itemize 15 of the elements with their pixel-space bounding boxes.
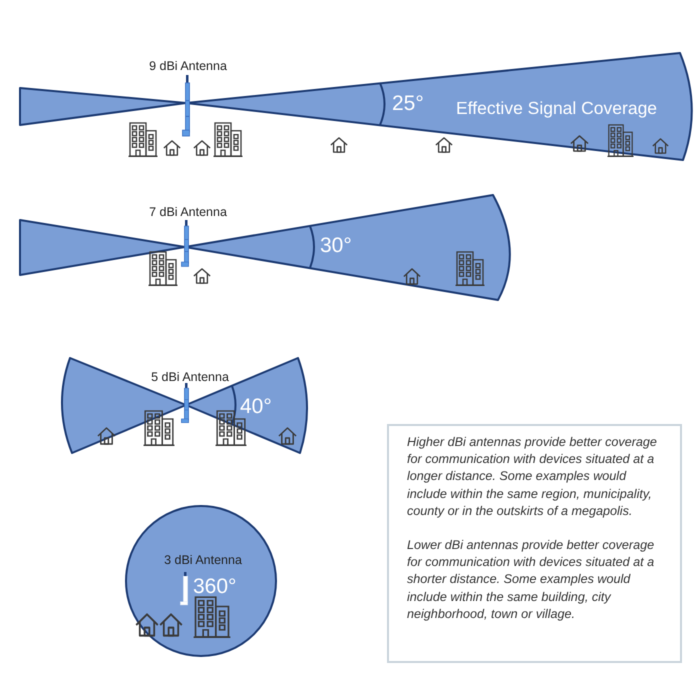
note-box [387,424,682,663]
antenna-label: 3 dBi Antenna [164,554,242,566]
note-paragraph: Higher dBi antennas provide better coverage for communication with devices situated at a longer distance. Some examples would include within the same region, municipality, county or in the outskirts of a megapolis. [407,434,658,520]
angle-label: 30° [320,235,352,256]
note-paragraph: Lower dBi antennas provide better coverage for communication with devices situated at a shorter distance. Some examples would include within the same building, city neighborhood, town or village. [407,537,656,623]
coverage-circle [125,505,277,657]
angle-label: 360° [193,576,236,597]
coverage-beam [20,193,512,303]
angle-label: 25° [392,93,424,114]
antenna-label: 9 dBi Antenna [149,60,227,72]
coverage-beam [20,52,694,162]
angle-label: 40° [240,396,272,417]
antenna-label: 5 dBi Antenna [151,371,229,384]
antenna-label: 7 dBi Antenna [149,206,227,218]
coverage-label: Effective Signal Coverage [456,100,658,118]
